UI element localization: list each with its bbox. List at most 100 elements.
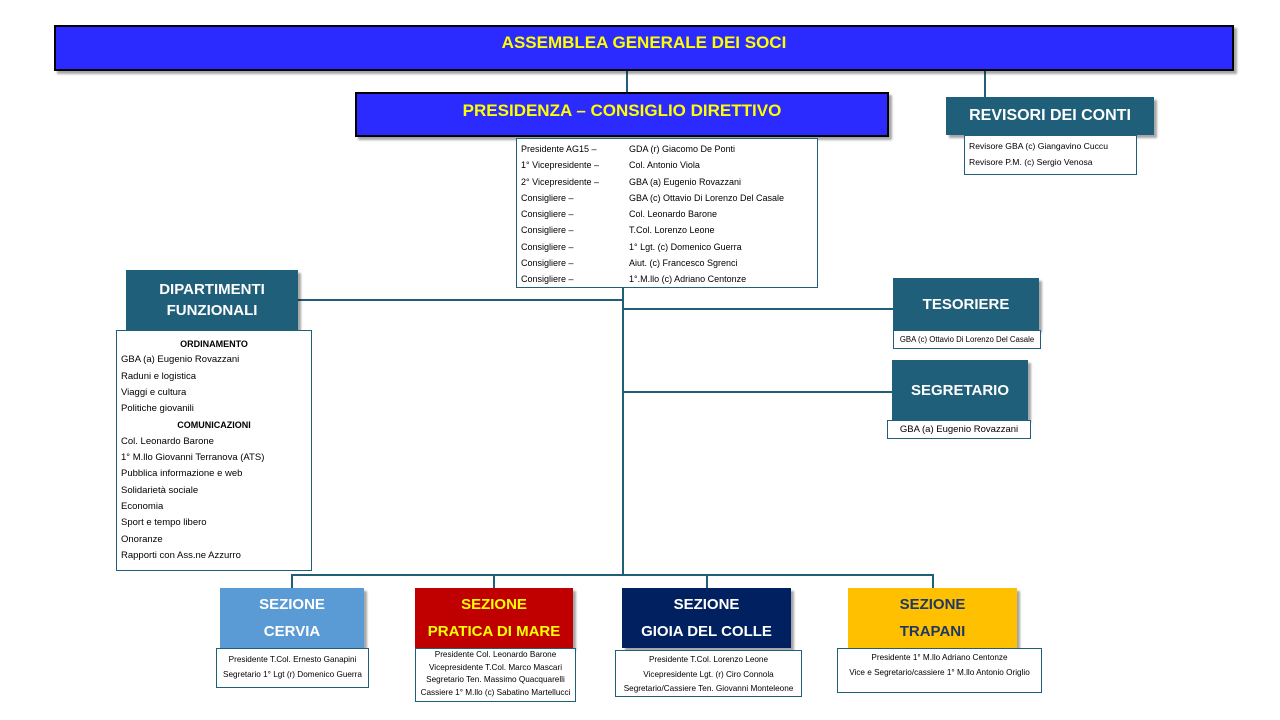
member-name: 1°.M.llo (c) Adriano Centonze [629, 274, 747, 285]
auditor-member: Revisore GBA (c) Giangavino Cuccu [969, 141, 1108, 151]
member-name: GBA (c) Ottavio Di Lorenzo Del Casale [629, 192, 785, 203]
department-item: Raduni e logistica [121, 370, 196, 382]
department-item: Rapporti con Ass.ne Azzurro [121, 549, 241, 561]
assembly-header: ASSEMBLEA GENERALE DEI SOCI [54, 25, 1234, 71]
section-member: Presidente 1° M.llo Adriano Centonze [871, 653, 1008, 662]
connector-line [626, 71, 628, 94]
presidency-title: PRESIDENZA – CONSIGLIO DIRETTIVO [462, 100, 782, 120]
treasurer-name-box: GBA (c) Ottavio Di Lorenzo Del Casale [893, 330, 1041, 349]
departments-title-line1: DIPARTIMENTI [159, 281, 265, 298]
department-item: GBA (a) Eugenio Rovazzani [121, 354, 240, 366]
section-label: SEZIONE [259, 596, 325, 613]
department-item: Solidarietà sociale [121, 484, 199, 496]
member-role: Consigliere – [521, 274, 574, 285]
section-name: GIOIA DEL COLLE [641, 623, 772, 640]
department-item: Col. Leonardo Barone [121, 435, 214, 447]
member-name: Col. Antonio Viola [629, 160, 700, 171]
department-item: Politiche giovanili [121, 403, 194, 415]
member-role: Consigliere – [521, 225, 574, 236]
presidency-member-row: 2° Vicepresidente – GBA (a) Eugenio Rovaz… [521, 174, 817, 190]
presidency-member-row: Consigliere – T.Col. Lorenzo Leone [521, 222, 817, 238]
section-label: SEZIONE [673, 596, 740, 613]
member-name: GDA (r) Giacomo De Ponti [629, 144, 736, 154]
connector-line [623, 391, 893, 393]
presidency-member-row: Consigliere – 1°.M.llo (c) Adriano Centon… [521, 271, 817, 287]
section-pratica-di-mare-header: SEZIONE PRATICA DI MARE [415, 588, 573, 648]
section-member: Presidente Col. Leonardo Barone [434, 650, 557, 659]
member-role: Consigliere – [521, 209, 574, 220]
member-name: Aiut. (c) Francesco Sgrenci [629, 258, 738, 269]
departments-title-line2: FUNZIONALI [166, 302, 258, 319]
department-item: 1° M.llo Giovanni Terranova (ATS) [121, 452, 265, 464]
connector-line [493, 574, 495, 588]
secretary-title: SEGRETARIO [910, 381, 1010, 399]
presidency-member-row: 1° Vicepresidente – Col. Antonio Viola [521, 157, 817, 173]
departments-header: DIPARTIMENTI FUNZIONALI [126, 270, 298, 330]
connector-line [623, 308, 894, 310]
connector-line [291, 574, 934, 576]
connector-line [984, 71, 986, 99]
connector-line [298, 299, 624, 301]
treasurer-title: TESORIERE [922, 295, 1010, 313]
section-gioia-del-colle-header: SEZIONE GIOIA DEL COLLE [622, 588, 791, 648]
treasurer-name: GBA (c) Ottavio Di Lorenzo Del Casale [899, 335, 1035, 344]
section-member: Presidente T.Col. Ernesto Ganapini [228, 655, 357, 664]
section-member: Segretario/Cassiere Ten. Giovanni Montel… [623, 684, 794, 693]
connector-line [932, 574, 934, 588]
connector-line [622, 287, 624, 576]
department-category: COMUNICAZIONI [177, 420, 251, 431]
auditors-title: REVISORI DEI CONTI [969, 107, 1131, 124]
section-member: Vicepresidente Lgt. (r) Ciro Connola [643, 669, 774, 679]
presidency-member-row: Consigliere – Col. Leonardo Barone [521, 206, 817, 222]
treasurer-header: TESORIERE [893, 278, 1039, 330]
department-item: Onoranze [121, 533, 163, 545]
presidency-member-row: Consigliere – GBA (c) Ottavio Di Lorenzo … [521, 190, 817, 206]
member-name: GBA (a) Eugenio Rovazzani [629, 176, 742, 187]
presidency-header: PRESIDENZA – CONSIGLIO DIRETTIVO [355, 92, 889, 137]
presidency-member-row: Consigliere – Aiut. (c) Francesco Sgrenci [521, 255, 817, 271]
section-member: Segretario 1° Lgt (r) Domenico Guerra [223, 669, 362, 679]
department-category: ORDINAMENTO [180, 339, 248, 349]
section-member: Cassiere 1° M.llo (c) Sabatino Martelluc… [420, 687, 571, 697]
assembly-title: ASSEMBLEA GENERALE DEI SOCI [501, 33, 787, 52]
connector-line [291, 574, 293, 588]
secretary-header: SEGRETARIO [892, 360, 1028, 420]
section-label: SEZIONE [899, 596, 966, 613]
section-trapani-header: SEZIONE TRAPANI [848, 588, 1017, 648]
presidency-members-box: Presidente AG15 – GDA (r) Giacomo De Pont… [516, 138, 818, 288]
member-role: Consigliere – [521, 241, 574, 252]
presidency-member-row: Consigliere – 1° Lgt. (c) Domenico Guerra [521, 239, 817, 255]
section-label: SEZIONE [461, 596, 527, 613]
department-item: Viaggi e cultura [121, 386, 187, 398]
member-name: T.Col. Lorenzo Leone [629, 225, 715, 236]
department-item: Pubblica informazione e web [121, 468, 243, 480]
member-name: 1° Lgt. (c) Domenico Guerra [629, 241, 742, 252]
member-role: 2° Vicepresidente – [521, 176, 599, 187]
auditor-member: Revisore P.M. (c) Sergio Venosa [969, 157, 1093, 167]
section-name: TRAPANI [899, 623, 966, 640]
member-role: Consigliere – [521, 192, 574, 203]
department-item: Economia [121, 500, 164, 512]
member-role: 1° Vicepresidente – [521, 160, 599, 171]
presidency-member-row: Presidente AG15 – GDA (r) Giacomo De Pont… [521, 141, 817, 157]
connector-line [706, 574, 708, 588]
auditors-header: REVISORI DEI CONTI [946, 97, 1154, 135]
section-member: Segretario Ten. Massimo Quacquarelli [426, 675, 565, 685]
member-role: Consigliere – [521, 258, 574, 269]
section-member: Vicepresidente T.Col. Marco Mascari [428, 662, 563, 672]
section-member: Presidente T.Col. Lorenzo Leone [648, 655, 769, 664]
member-role: Presidente AG15 – [521, 144, 597, 154]
member-name: Col. Leonardo Barone [629, 209, 718, 220]
section-name: CERVIA [263, 623, 321, 640]
section-cervia-header: SEZIONE CERVIA [220, 588, 364, 648]
section-member: Vice e Segretario/cassiere 1° M.llo Anto… [849, 667, 1030, 677]
section-name: PRATICA DI MARE [427, 623, 561, 640]
secretary-name: GBA (a) Eugenio Rovazzani [899, 424, 1019, 435]
department-item: Sport e tempo libero [121, 517, 207, 529]
